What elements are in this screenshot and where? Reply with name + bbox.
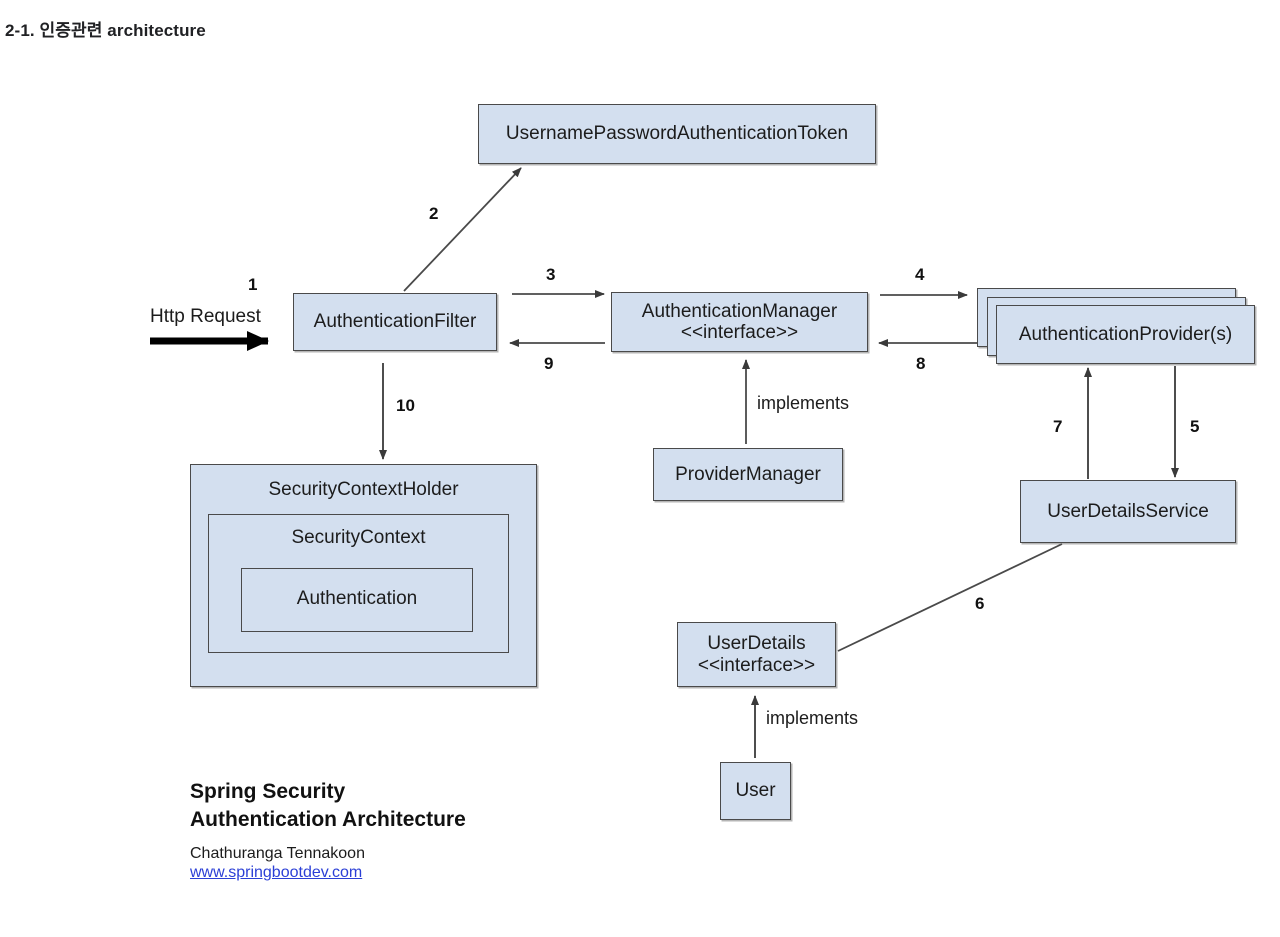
node-user[interactable]: User bbox=[720, 762, 791, 820]
caption-title: Spring Security Authentication Architect… bbox=[190, 780, 466, 831]
node-authentication-filter[interactable]: AuthenticationFilter bbox=[293, 293, 497, 351]
node-authentication-manager[interactable]: AuthenticationManager <<interface>> bbox=[611, 292, 868, 352]
step-label-7: 7 bbox=[1053, 417, 1063, 436]
http-request-label: Http Request bbox=[150, 306, 261, 327]
node-user-details[interactable]: UserDetails <<interface>> bbox=[677, 622, 836, 687]
step-label-2: 2 bbox=[429, 204, 439, 223]
step-label-9: 9 bbox=[544, 354, 554, 373]
step-label-1: 1 bbox=[248, 275, 258, 294]
node-provider-manager[interactable]: ProviderManager bbox=[653, 448, 843, 501]
step-label-3: 3 bbox=[546, 265, 556, 284]
implements-label-provider-manager: implements bbox=[757, 393, 850, 413]
authentication-label: Authentication bbox=[296, 588, 418, 609]
node-authentication[interactable]: Authentication bbox=[241, 568, 473, 632]
implements-label-user: implements bbox=[766, 708, 859, 728]
node-user-details-service[interactable]: UserDetailsService bbox=[1020, 480, 1236, 543]
node-authentication-provider[interactable]: AuthenticationProvider(s) bbox=[996, 305, 1255, 364]
node-username-password-authentication-token[interactable]: UsernamePasswordAuthenticationToken bbox=[478, 104, 876, 164]
step-label-10: 10 bbox=[396, 396, 415, 415]
diagram-caption: Spring Security Authentication Architect… bbox=[190, 778, 610, 882]
line-step-6 bbox=[837, 543, 1063, 652]
step-label-8: 8 bbox=[916, 354, 926, 373]
step-label-4: 4 bbox=[915, 265, 925, 284]
step-label-5: 5 bbox=[1190, 417, 1200, 436]
caption-link[interactable]: www.springbootdev.com bbox=[190, 864, 363, 882]
caption-author: Chathuranga Tennakoon bbox=[190, 845, 365, 863]
arrow-step-2 bbox=[403, 167, 522, 292]
page-title: 2-1. 인증관련 architecture bbox=[5, 21, 206, 40]
security-context-holder-label: SecurityContextHolder bbox=[268, 479, 459, 500]
step-label-6: 6 bbox=[975, 594, 985, 613]
security-context-label: SecurityContext bbox=[291, 527, 426, 548]
